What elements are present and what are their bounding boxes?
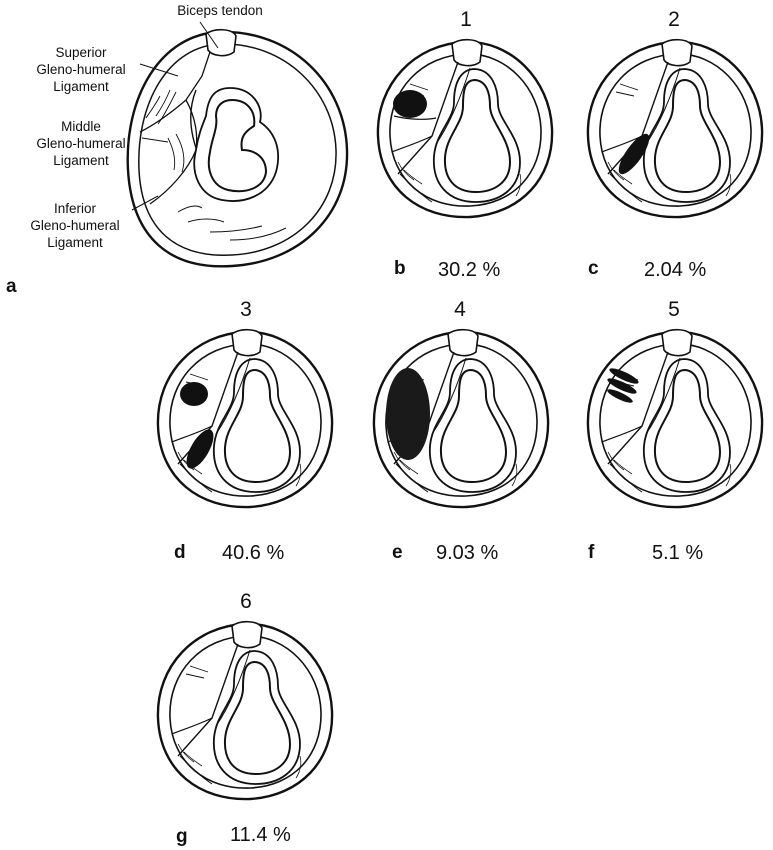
variant-letter: d [174, 542, 186, 564]
panel-a-letter: a [6, 276, 17, 298]
lesion-mark [180, 382, 208, 406]
label-superior-ghl-line2: Gleno-humeral [22, 61, 140, 78]
label-inferior-ghl-line1: Inferior [10, 200, 140, 217]
variant-panel-3: 3 d 40.6 % [150, 298, 340, 498]
label-middle-ghl-line3: Ligament [22, 152, 140, 169]
lesion-mark [386, 368, 430, 460]
variant-percent: 11.4 % [230, 824, 291, 847]
lesion-mark [614, 130, 655, 178]
variant-percent: 2.04 % [644, 259, 706, 282]
variant-letter: c [588, 258, 599, 280]
variant-panel-5: 5 f 5.1 % [580, 298, 770, 498]
variant-percent: 40.6 % [222, 542, 284, 565]
label-biceps-tendon: Biceps tendon [165, 2, 275, 19]
variant-3-drawing [150, 314, 340, 514]
variant-panel-1: 1 b 30.2 % [370, 8, 560, 208]
label-middle-ghl-line1: Middle [22, 118, 140, 135]
variant-percent: 5.1 % [652, 542, 703, 565]
variant-letter: b [394, 258, 406, 280]
label-superior-ghl: Superior Gleno-humeral Ligament [22, 44, 140, 95]
variant-4-drawing [366, 314, 556, 514]
variant-panel-6: 6 g 11.4 % [150, 590, 340, 790]
panel-a: Biceps tendon Superior Gleno-humeral Lig… [0, 0, 370, 300]
label-inferior-ghl: Inferior Gleno-humeral Ligament [10, 200, 140, 251]
label-middle-ghl-line2: Gleno-humeral [22, 135, 140, 152]
variant-letter: e [392, 542, 403, 564]
variant-panel-2: 2 c 2.04 % [580, 8, 770, 208]
label-middle-ghl: Middle Gleno-humeral Ligament [22, 118, 140, 169]
variant-percent: 30.2 % [438, 259, 500, 282]
variant-panel-4: 4 e 9.03 % [366, 298, 556, 498]
variant-letter: g [176, 826, 188, 848]
lesion-mark [393, 90, 427, 118]
label-inferior-ghl-line3: Ligament [10, 234, 140, 251]
variant-6-drawing [150, 606, 340, 806]
label-superior-ghl-line1: Superior [22, 44, 140, 61]
variant-2-drawing [580, 24, 770, 224]
label-superior-ghl-line3: Ligament [22, 78, 140, 95]
variant-letter: f [588, 542, 594, 564]
variant-percent: 9.03 % [436, 542, 498, 565]
variant-1-drawing [370, 24, 560, 224]
label-inferior-ghl-line2: Gleno-humeral [10, 217, 140, 234]
variant-5-drawing [580, 314, 770, 514]
